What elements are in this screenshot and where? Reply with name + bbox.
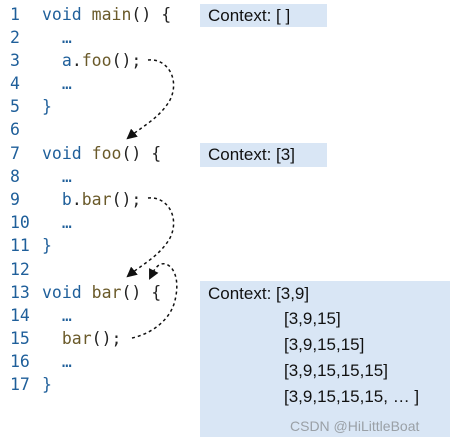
code-line-ellipsis: … <box>42 306 72 325</box>
function-name-foo: foo <box>91 144 122 163</box>
function-call-foo: foo <box>81 51 112 70</box>
code-line-call-bar: b.bar(); <box>42 189 142 211</box>
code-line-ellipsis: … <box>42 28 72 47</box>
arrow-foo-to-bar <box>126 197 175 278</box>
line-number: 3 <box>10 51 20 70</box>
line-number: 6 <box>10 120 20 139</box>
function-name-bar: bar <box>91 283 122 302</box>
code-line-recursive-call-bar: bar(); <box>42 328 122 350</box>
code-punct: (); <box>91 329 122 348</box>
context-entry: [3,9,15] <box>284 309 341 328</box>
line-number: 15 <box>10 329 30 348</box>
code-punct: () { <box>121 283 162 302</box>
line-number: 16 <box>10 352 30 371</box>
line-number: 10 <box>10 213 30 232</box>
line-number: 13 <box>10 283 30 302</box>
context-entry: [3,9,15,15] <box>284 335 365 354</box>
context-label-main: Context: [ ] <box>208 6 291 25</box>
arrow-bar-recursive <box>131 262 178 339</box>
function-call-bar: bar <box>81 190 112 209</box>
code-line-ellipsis: … <box>42 352 72 371</box>
line-number: 2 <box>10 28 20 47</box>
function-name-main: main <box>91 5 132 24</box>
object-a: a <box>42 51 72 70</box>
line-number: 5 <box>10 97 20 116</box>
context-box-foo: Context: [3] <box>200 143 327 167</box>
line-number: 4 <box>10 74 20 93</box>
keyword-void: void <box>42 5 92 24</box>
code-line-close-brace: } <box>42 375 52 394</box>
code-line-ellipsis: … <box>42 74 72 93</box>
context-label-foo: Context: [3] <box>208 145 295 164</box>
line-number: 9 <box>10 190 20 209</box>
code-line-ellipsis: … <box>42 167 72 186</box>
code-line-close-brace: } <box>42 97 52 116</box>
line-number: 7 <box>10 144 20 163</box>
code-line-ellipsis: … <box>42 213 72 232</box>
code-line-main-decl: void main() { <box>42 4 171 26</box>
context-box-main: Context: [ ] <box>200 4 327 27</box>
context-box-bar: Context: [3,9] [3,9,15] [3,9,15,15] [3,9… <box>200 281 450 437</box>
line-number: 1 <box>10 5 20 24</box>
code-punct: () { <box>121 144 162 163</box>
line-number: 11 <box>10 236 30 255</box>
context-label-bar: Context: [3,9] <box>208 284 310 303</box>
line-number: 12 <box>10 260 30 279</box>
code-punct: (); <box>111 190 142 209</box>
code-line-foo-decl: void foo() { <box>42 143 161 165</box>
code-line-call-foo: a.foo(); <box>42 50 142 72</box>
line-number: 8 <box>10 167 20 186</box>
keyword-void: void <box>42 144 92 163</box>
code-punct: . <box>71 190 82 209</box>
code-punct: (); <box>111 51 142 70</box>
line-number: 14 <box>10 306 30 325</box>
object-b: b <box>42 190 72 209</box>
keyword-void: void <box>42 283 92 302</box>
code-punct: () { <box>131 5 172 24</box>
context-entry: [3,9,15,15,15, … ] <box>284 387 420 406</box>
function-call-bar-recursive: bar <box>42 329 92 348</box>
code-line-bar-decl: void bar() { <box>42 282 161 304</box>
line-number: 17 <box>10 375 30 394</box>
context-entry: [3,9,15,15,15] <box>284 361 388 380</box>
code-line-close-brace: } <box>42 236 52 255</box>
arrow-main-to-foo <box>126 59 175 140</box>
code-punct: . <box>71 51 82 70</box>
watermark: CSDN @HiLittleBoat <box>290 418 420 434</box>
